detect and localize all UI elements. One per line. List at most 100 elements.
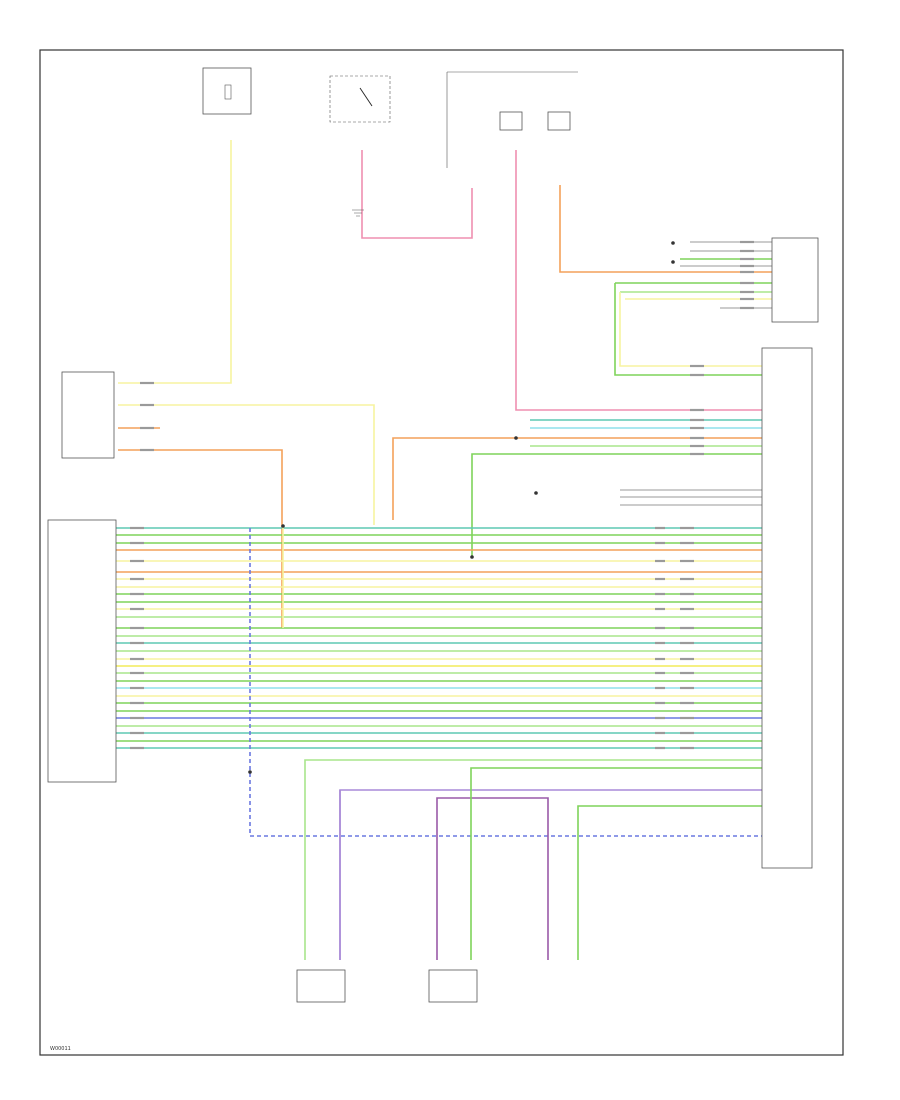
powertrain-control-module <box>761 347 813 869</box>
splice-b <box>470 555 474 559</box>
wire-tag <box>655 657 665 661</box>
wire-12 <box>614 283 762 376</box>
wire-60 <box>577 805 762 960</box>
wire-tag <box>680 626 694 630</box>
transmission-connector <box>47 519 117 783</box>
footer-code: W00011 <box>50 1046 71 1052</box>
ground-symbol <box>352 209 364 217</box>
wire-tag <box>740 264 754 268</box>
wire-tag <box>680 686 694 690</box>
wire-tag <box>140 403 154 407</box>
transmission-solenoid-block <box>61 371 115 459</box>
wire-tag <box>680 541 694 545</box>
fuse-block <box>202 67 252 115</box>
wire-tag <box>130 626 144 630</box>
wire-tag <box>655 716 665 720</box>
wire-tag <box>655 577 665 581</box>
wire-tag <box>690 418 704 422</box>
wire-tag <box>130 671 144 675</box>
wire-tag <box>740 306 754 310</box>
wire-tag <box>655 559 665 563</box>
wire-tag <box>690 444 704 448</box>
wire-59 <box>470 767 762 960</box>
wire-tag <box>130 541 144 545</box>
wire-tag <box>690 408 704 412</box>
wire-tag <box>690 373 704 377</box>
input-speed-sensor <box>428 969 478 1003</box>
splice-a <box>514 436 518 440</box>
wire-tag <box>740 297 754 301</box>
wire-tag <box>130 686 144 690</box>
wire-tag <box>680 701 694 705</box>
component-layer: W00011 <box>39 49 844 1056</box>
wire-tag <box>740 290 754 294</box>
wire-1 <box>361 150 473 239</box>
wire-tag <box>655 592 665 596</box>
wire-tag <box>130 716 144 720</box>
wire-tag <box>680 641 694 645</box>
wire-tag <box>140 448 154 452</box>
wire-tag <box>680 671 694 675</box>
wire-21 <box>471 453 762 557</box>
wire-tag <box>655 671 665 675</box>
wire-tag <box>740 240 754 244</box>
wire-tag <box>680 559 694 563</box>
wire-tag <box>130 731 144 735</box>
relay-1 <box>499 111 523 131</box>
wire-tag <box>130 526 144 530</box>
wire-55 <box>249 528 762 837</box>
wire-56 <box>304 759 762 960</box>
wire-tag <box>130 701 144 705</box>
wire-2 <box>515 150 762 411</box>
wire-14 <box>118 404 375 525</box>
wire-0 <box>118 140 232 384</box>
wire-tag <box>690 452 704 456</box>
power-distribution-box <box>446 71 578 168</box>
wire-13 <box>619 292 762 367</box>
wire-tag <box>130 641 144 645</box>
switch-blade <box>359 87 373 107</box>
wire-tag <box>690 426 704 430</box>
wire-tag <box>130 559 144 563</box>
wire-58 <box>436 797 549 960</box>
relay-2 <box>547 111 571 131</box>
wire-tag <box>655 541 665 545</box>
wire-tag <box>680 657 694 661</box>
wire-tag <box>655 746 665 750</box>
splice-c <box>281 524 285 528</box>
wire-tag <box>130 657 144 661</box>
wire-tag <box>130 577 144 581</box>
wire-tag <box>655 526 665 530</box>
wire-tag <box>690 436 704 440</box>
wire-tag <box>655 686 665 690</box>
wire-tag <box>130 592 144 596</box>
wire-tag <box>655 641 665 645</box>
diagram-frame <box>39 49 844 1056</box>
wire-tag <box>680 577 694 581</box>
wire-layer <box>116 140 772 960</box>
wire-3 <box>559 185 772 273</box>
output-speed-sensor <box>296 969 346 1003</box>
shift-lever-assembly <box>771 237 819 323</box>
wire-tag <box>690 364 704 368</box>
wire-57 <box>339 789 762 960</box>
wire-tag <box>740 270 754 274</box>
wire-tag <box>680 607 694 611</box>
wire-tag <box>140 381 154 385</box>
wire-tag <box>655 607 665 611</box>
wire-tag <box>740 257 754 261</box>
wire-tag <box>740 249 754 253</box>
fuse <box>224 84 232 100</box>
splice-g <box>534 491 538 495</box>
wire-tag <box>680 592 694 596</box>
wire-tag <box>140 426 154 430</box>
wire-tag <box>680 716 694 720</box>
wire-tag <box>655 701 665 705</box>
wire-16 <box>118 449 283 628</box>
splice-d <box>248 770 252 774</box>
wire-tag <box>655 731 665 735</box>
wire-tag <box>130 607 144 611</box>
wire-17 <box>392 437 762 520</box>
wire-tag <box>655 626 665 630</box>
